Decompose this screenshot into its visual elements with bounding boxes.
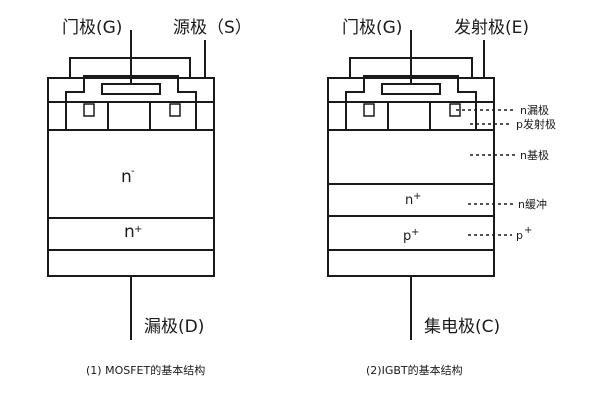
callout-p-plus-sup: + bbox=[524, 225, 532, 236]
igbt-n-drain-right bbox=[449, 103, 461, 117]
mosfet-drain-label: 漏极(D) bbox=[144, 317, 204, 337]
igbt-emitter-label: 发射极(E) bbox=[454, 18, 529, 38]
igbt-p-plus-label: p bbox=[403, 229, 411, 244]
mosfet-p-well-left bbox=[65, 102, 109, 131]
igbt-n-plus-sup: + bbox=[413, 191, 421, 202]
igbt-p-plus-sup: + bbox=[411, 227, 419, 238]
callout-p-plus-label: p bbox=[516, 229, 523, 242]
igbt-p-well-right bbox=[429, 102, 477, 131]
mosfet-n-source-left bbox=[83, 103, 95, 117]
callout-n-base-label: n基极 bbox=[520, 148, 549, 162]
mosfet-p-well-right bbox=[149, 102, 197, 131]
mosfet-structure: 门极(G) 源极（S） n - n + 漏极(D) (1) MOSFET的基本结… bbox=[47, 18, 252, 377]
callout-p-emitter-label: p发射极 bbox=[516, 117, 556, 131]
mosfet-gate-electrode bbox=[101, 83, 161, 95]
mosfet-n-minus-sup: - bbox=[131, 166, 135, 177]
callout-n-drain-label: n漏极 bbox=[520, 103, 549, 117]
mosfet-source-label: 源极（S） bbox=[173, 18, 252, 38]
igbt-gate-electrode bbox=[381, 83, 441, 95]
mosfet-n-minus-label: n bbox=[121, 167, 132, 187]
callout-n-buffer-label: n缓冲 bbox=[518, 197, 547, 211]
mosfet-n-source-right bbox=[169, 103, 181, 117]
igbt-n-plus-label: n bbox=[405, 193, 413, 208]
igbt-body bbox=[327, 77, 495, 277]
igbt-p-well-left bbox=[345, 102, 389, 131]
igbt-n-drain-left bbox=[363, 103, 375, 117]
mosfet-gate-label: 门极(G) bbox=[62, 18, 122, 38]
igbt-gate-label: 门极(G) bbox=[342, 18, 402, 38]
igbt-caption: (2)IGBT的基本结构 bbox=[366, 363, 463, 377]
igbt-structure: 门极(G) 发射极(E) n + p + 集电极(C) (2)IGBT的基本结构… bbox=[327, 18, 556, 377]
mosfet-caption: (1) MOSFET的基本结构 bbox=[86, 363, 205, 377]
mosfet-n-plus-label: n bbox=[124, 222, 135, 242]
mosfet-n-plus-sup: + bbox=[134, 224, 142, 235]
igbt-collector-label: 集电极(C) bbox=[424, 317, 500, 337]
